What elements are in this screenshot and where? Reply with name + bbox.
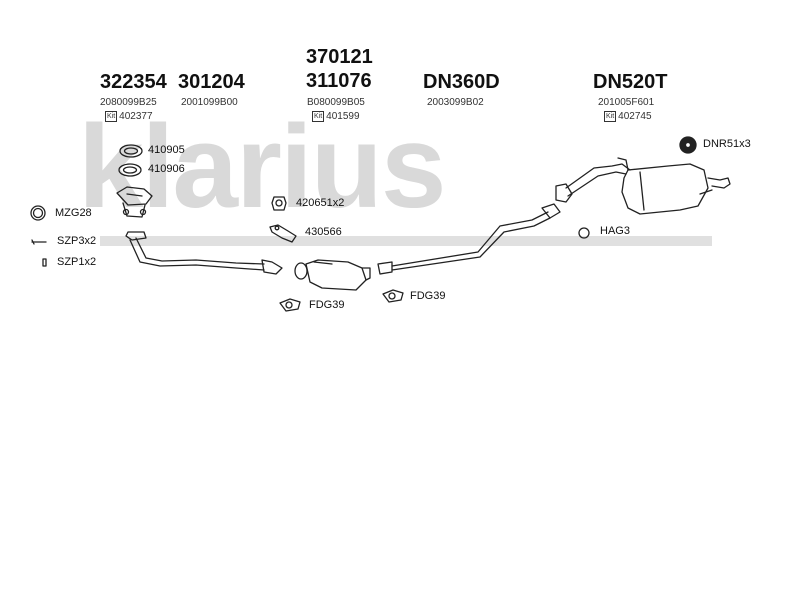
mzg-ring	[30, 205, 46, 221]
gasket-ring-410905	[119, 144, 143, 158]
label-mzg28: MZG28	[55, 207, 92, 219]
manifold-flange	[116, 186, 153, 218]
part-number-311076: 311076	[306, 70, 372, 92]
oe-number: B080099B05	[307, 97, 365, 108]
label-hag3: HAG3	[600, 225, 630, 237]
middle-pipe	[377, 203, 561, 275]
label-fdg39-right: FDG39	[410, 290, 446, 302]
front-pipe	[125, 231, 283, 275]
flange-gasket-left	[279, 298, 301, 312]
label-410906: 410906	[148, 163, 185, 175]
spring-bolt	[31, 239, 47, 245]
label-420651x2: 420651x2	[296, 197, 345, 209]
kit-reference: Kit 402377	[105, 111, 153, 122]
label-szp3x2: SZP3x2	[57, 235, 97, 247]
watermark-bar	[100, 236, 712, 246]
part-number-dn360d: DN360D	[423, 71, 500, 93]
label-fdg39-left: FDG39	[309, 299, 345, 311]
hanger-bracket	[269, 224, 297, 243]
gasket-ring-410906	[118, 163, 142, 177]
part-number-301204: 301204	[178, 71, 245, 93]
rubber-mount	[271, 196, 287, 211]
kit-reference: Kit 401599	[312, 111, 360, 122]
part-number-370121: 370121	[306, 46, 373, 68]
kit-badge: Kit	[604, 111, 617, 122]
oe-number: 2003099B02	[427, 97, 484, 108]
label-szp1x2: SZP1x2	[57, 256, 97, 268]
oe-number: 2001099B00	[181, 97, 238, 108]
label-dnr51x3: DNR51x3	[703, 138, 751, 150]
part-number-322354: 322354	[100, 71, 167, 93]
kit-badge: Kit	[105, 111, 118, 122]
catalytic-converter	[294, 259, 371, 291]
oe-number: 2080099B25	[100, 97, 157, 108]
kit-number: 402377	[119, 111, 153, 122]
nut	[42, 258, 47, 267]
dnr-mount	[679, 136, 697, 154]
part-number-dn520t: DN520T	[593, 71, 668, 93]
kit-number: 402745	[618, 111, 652, 122]
kit-number: 401599	[326, 111, 360, 122]
hanger-ring	[578, 227, 590, 239]
label-430566: 430566	[305, 226, 342, 238]
label-410905: 410905	[148, 144, 185, 156]
kit-badge: Kit	[312, 111, 325, 122]
rear-silencer	[555, 157, 731, 215]
kit-reference: Kit 402745	[604, 111, 652, 122]
oe-number: 201005F601	[598, 97, 655, 108]
flange-gasket-right	[382, 289, 404, 303]
